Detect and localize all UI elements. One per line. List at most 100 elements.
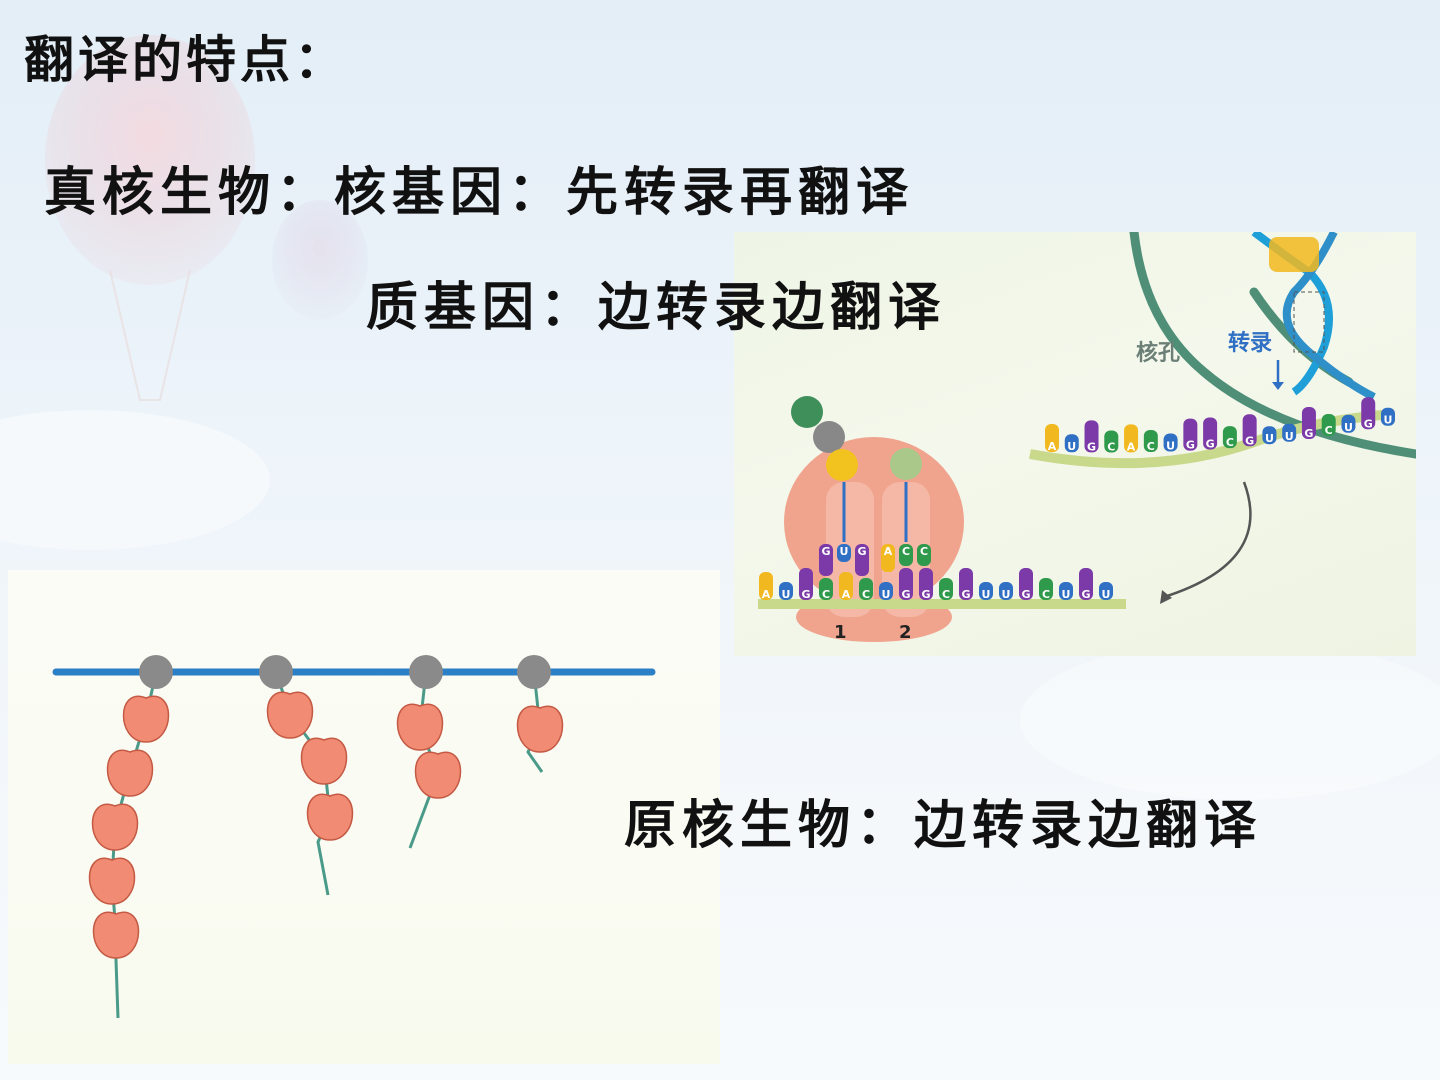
ribosome-site-2-label: 2 — [899, 622, 912, 643]
nucleotide-base — [917, 544, 931, 566]
page-title: 翻译的特点： — [24, 30, 348, 89]
ribosome — [106, 749, 154, 797]
nucleotide-letter: A — [762, 588, 771, 601]
cloud-shape — [0, 410, 270, 550]
cytoplasmic-gene-text: 质基因：边转录边翻译 — [366, 277, 947, 338]
nucleotide-base — [819, 544, 833, 576]
nucleotide-letter: A — [884, 545, 893, 558]
nucleotide-letter: A — [1048, 440, 1057, 453]
amino-acid — [890, 448, 922, 480]
nucleotide-base — [819, 578, 833, 600]
ribosome — [91, 803, 139, 851]
transcription-label: 转录 — [1228, 330, 1272, 356]
nucleotide-letter: U — [982, 588, 991, 601]
rna-polymerase — [259, 655, 293, 689]
ribosome — [92, 911, 140, 959]
nucleotide-letter: U — [1002, 588, 1011, 601]
nucleotide-letter: G — [1087, 440, 1096, 453]
nucleotide-letter: C — [862, 588, 870, 601]
nucleotide-base — [1341, 414, 1356, 433]
amino-acid — [791, 396, 823, 428]
nucleotide-base — [999, 582, 1013, 600]
nucleotide-base — [881, 544, 895, 572]
nucleotide-base — [1039, 578, 1053, 600]
nucleotide-letter: U — [1102, 588, 1111, 601]
nucleotide-letter: U — [1166, 439, 1175, 452]
nucleotide-letter: U — [1384, 414, 1393, 427]
nucleotide-base — [1282, 423, 1297, 442]
nucleotide-letter: A — [842, 588, 851, 601]
nucleotide-letter: U — [1265, 432, 1274, 445]
nucleotide-letter: A — [1127, 440, 1136, 453]
nucleotide-base — [939, 578, 953, 600]
nucleotide-base — [839, 572, 853, 600]
nucleotide-base — [879, 582, 893, 600]
prokaryote-text: 原核生物：边转录边翻译 — [624, 795, 1263, 856]
nucleotide-base — [1242, 414, 1257, 447]
nucleotide-letter: U — [1344, 421, 1353, 434]
transcription-arrow-head — [1272, 382, 1284, 390]
amino-acid — [813, 421, 845, 453]
nucleotide-base — [837, 544, 851, 562]
balloon-shape — [272, 200, 368, 320]
nucleotide-base — [779, 582, 793, 600]
nucleotide-letter: G — [1304, 427, 1313, 440]
nucleotide-letter: G — [821, 545, 830, 558]
nucleotide-base — [1183, 418, 1198, 451]
nucleotide-letter: C — [1042, 588, 1050, 601]
mrna-backbone-nucleus — [1029, 409, 1395, 469]
nucleotide-base — [859, 578, 873, 600]
nucleotide-base — [959, 568, 973, 600]
eukaryote-line: 真核生物：核基因：先转录再翻译 — [44, 150, 914, 225]
nucleotide-letter: C — [1325, 424, 1333, 437]
balloon-shape — [45, 35, 255, 285]
nucleotide-base — [1084, 420, 1099, 453]
nucleotide-letter: U — [1067, 440, 1076, 453]
nucleotide-letter: G — [1364, 417, 1373, 430]
rna-polymerase — [139, 655, 173, 689]
nucleotide-base — [1019, 568, 1033, 600]
nucleotide-base — [1381, 407, 1395, 426]
nucleotide-letter: G — [1245, 434, 1254, 447]
nucleotide-letter: C — [942, 588, 950, 601]
nucleotide-base — [1099, 582, 1113, 600]
nucleotide-letter: U — [1062, 588, 1071, 601]
nucleotide-base — [1163, 433, 1178, 452]
nucleotide-letter: G — [901, 588, 910, 601]
balloon-string — [109, 269, 191, 401]
ribosome — [88, 857, 136, 905]
nucleotide-base — [899, 544, 913, 566]
nucleotide-letter: U — [782, 588, 791, 601]
nucleotide-base — [855, 544, 869, 576]
eukaryote-label: 真核生物： — [44, 162, 335, 223]
nucleotide-base — [1203, 417, 1218, 450]
cloud-shape — [1020, 640, 1440, 800]
nucleotide-base — [1079, 568, 1093, 600]
ribosome — [266, 691, 314, 739]
nucleotide-base — [1104, 430, 1119, 453]
nucleotide-letter: U — [1285, 430, 1294, 443]
nucleotide-letter: U — [882, 588, 891, 601]
nucleotide-base — [979, 582, 993, 600]
nucleotide-base — [1262, 426, 1277, 445]
nucleotide-letter: C — [822, 588, 830, 601]
rna-polymerase — [409, 655, 443, 689]
nucleotide-base — [1124, 424, 1139, 453]
nucleotide-base — [899, 568, 913, 600]
nucleotide-letter: C — [902, 545, 910, 558]
nucleotide-base — [1361, 397, 1376, 430]
nucleotide-letter: G — [801, 588, 810, 601]
export-arrow — [1163, 481, 1252, 599]
nucleotide-letter: G — [1081, 588, 1090, 601]
nucleotide-base — [1059, 582, 1073, 600]
nucleotide-base — [1143, 430, 1158, 453]
nucleotide-letter: C — [1226, 436, 1234, 449]
export-arrow-head — [1160, 590, 1172, 604]
